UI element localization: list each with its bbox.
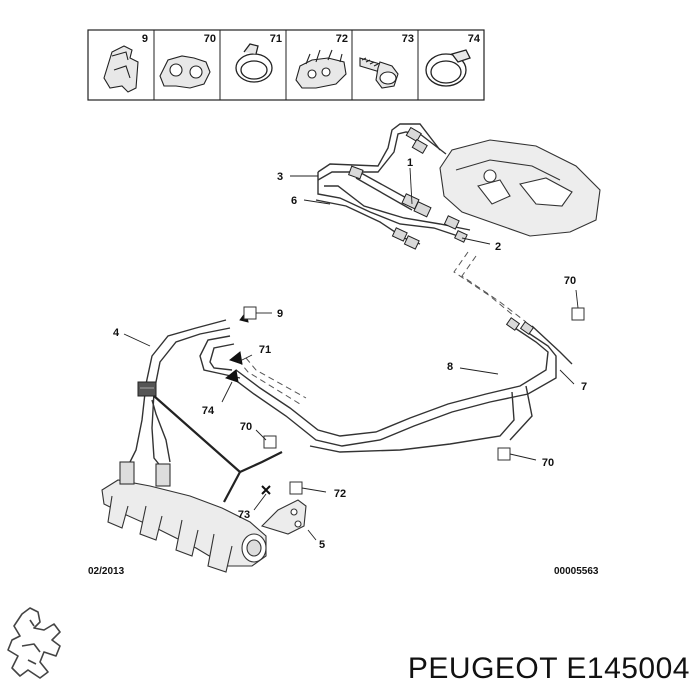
diagram-reference: 00005563 [554, 566, 599, 577]
callout-7: 7 [581, 381, 587, 393]
legend-number-9: 9 [142, 33, 148, 45]
part-title: PEUGEOT E145004 [407, 652, 690, 685]
hose-clamp-part-icon [235, 43, 273, 83]
band-clamp-part-icon [425, 49, 471, 87]
callout-70-bottom: 70 [542, 457, 554, 469]
callout-73: 73 [238, 509, 250, 521]
callout-9: 9 [277, 308, 283, 320]
callout-6: 6 [291, 195, 297, 207]
pipe-clamp-drawing [137, 381, 157, 397]
bracket-part-drawing [260, 499, 307, 535]
legend-number-70: 70 [204, 33, 216, 45]
diagram-date: 02/2013 [88, 566, 125, 577]
dashed-connection-lines [237, 251, 527, 405]
peugeot-lion-logo [7, 607, 61, 679]
legend-number-73: 73 [402, 33, 414, 45]
callout-70-top: 70 [564, 275, 576, 287]
lower-pipe-connectors [505, 317, 535, 335]
leader-lines [123, 167, 579, 541]
support-bracket-lines [153, 395, 283, 503]
double-clip-part-icon [159, 55, 211, 89]
fuel-rail-drawing [101, 461, 267, 573]
callout-70-middle: 70 [240, 421, 252, 433]
legend-number-72: 72 [336, 33, 348, 45]
callout-8: 8 [447, 361, 453, 373]
callout-74: 74 [202, 405, 215, 417]
legend-number-71: 71 [270, 33, 282, 45]
callout-72: 72 [334, 488, 346, 500]
callout-3: 3 [277, 171, 283, 183]
callout-squares [243, 306, 585, 495]
callout-71: 71 [259, 344, 271, 356]
bolt-part-icon [359, 57, 399, 89]
callout-2: 2 [495, 241, 501, 253]
engine-block-drawing [439, 139, 601, 237]
callout-1: 1 [407, 157, 413, 169]
parts-legend: 9 70 71 72 73 74 [87, 29, 485, 101]
clip-part-icon [103, 45, 139, 93]
upper-pipe-connectors [348, 126, 468, 250]
left-fuel-pipes [127, 319, 241, 469]
lower-fuel-pipes [229, 325, 573, 453]
legend-number-74: 74 [468, 33, 481, 45]
callout-5: 5 [319, 539, 325, 551]
callout-4: 4 [113, 327, 120, 339]
pipe-clip-part-icon [295, 49, 347, 89]
